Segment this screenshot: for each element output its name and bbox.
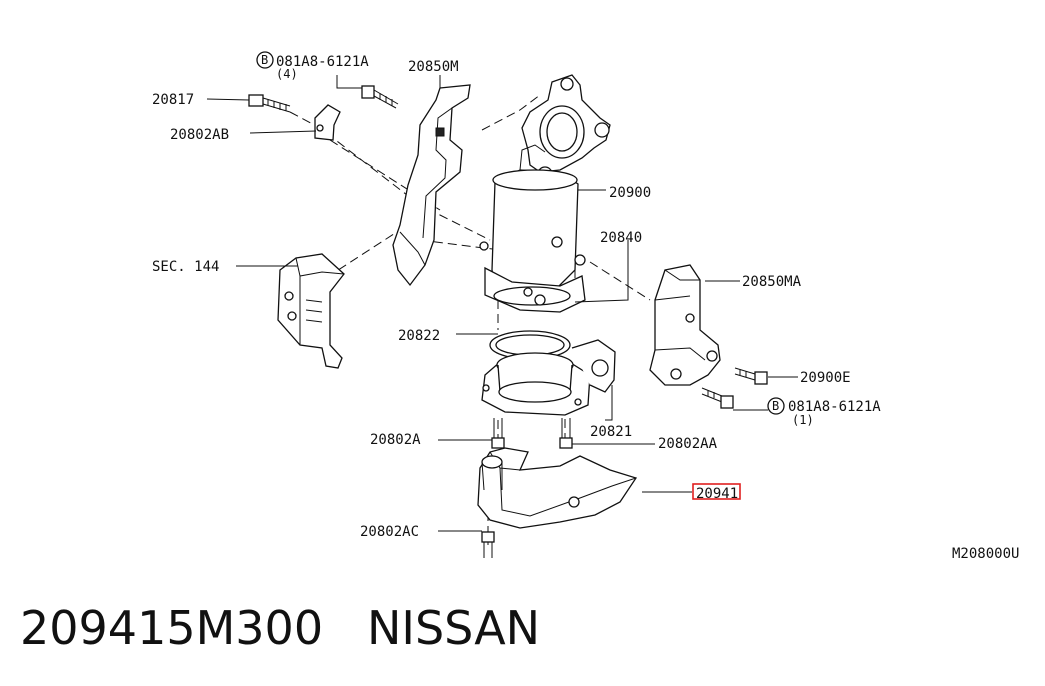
- heat-shield-20941: [477, 447, 638, 529]
- circle-b-bottom-icon: [767, 397, 785, 415]
- bolt-20817: [248, 94, 291, 113]
- label-bolt-ref-top: 081A8-6121A: [276, 54, 369, 70]
- circle-b-top-icon: [256, 51, 274, 69]
- label-bolt-ref-bottom: 081A8-6121A: [788, 399, 881, 415]
- catalytic-converter-20900: [479, 74, 611, 313]
- label-20850MA: 20850MA: [742, 274, 802, 290]
- bolt-081A8-top: [361, 85, 399, 109]
- label-20900: 20900: [609, 185, 651, 201]
- bolt-081A8-bottom: [701, 387, 734, 409]
- highlight-box-20941: [692, 483, 741, 500]
- diagram-code: M208000U: [952, 546, 1019, 562]
- label-sec-144: SEC. 144: [152, 259, 219, 275]
- label-20822: 20822: [398, 328, 440, 344]
- bracket-20802AB: [314, 104, 341, 141]
- label-20802AC: 20802AC: [360, 524, 419, 540]
- heat-shield-20850M: [392, 84, 471, 287]
- bracket-sec-144: [277, 253, 345, 369]
- brand-name: NISSAN: [366, 601, 541, 655]
- parts-diagram: B 081A8-6121A (4) 20817 20802AB 20850M 2…: [152, 51, 1019, 562]
- bolt-20802AC: [481, 531, 495, 558]
- circle-b-bottom-letter: B: [772, 399, 779, 413]
- gasket-20822: [489, 330, 571, 360]
- pipe-flange-20821: [481, 339, 616, 416]
- label-20821: 20821: [590, 424, 632, 440]
- heat-shield-20850MA: [649, 264, 721, 386]
- footer-gap: [323, 601, 367, 655]
- part-number: 209415M300: [20, 601, 324, 655]
- label-20802A: 20802A: [370, 432, 421, 448]
- label-bolt-qty-top: (4): [276, 67, 298, 81]
- part-footer: 209415M300 NISSAN: [20, 596, 540, 666]
- label-20941[interactable]: 20941: [696, 486, 738, 502]
- label-20900E: 20900E: [800, 370, 851, 386]
- circle-b-top-letter: B: [261, 53, 268, 67]
- bolt-20802A: [491, 418, 505, 449]
- label-bolt-qty-bottom: (1): [792, 413, 814, 427]
- bolt-20802AA: [559, 418, 573, 449]
- label-20817: 20817: [152, 92, 194, 108]
- label-20850M: 20850M: [408, 59, 459, 75]
- label-20802AB: 20802AB: [170, 127, 229, 143]
- label-20840: 20840: [600, 230, 642, 246]
- label-20802AA: 20802AA: [658, 436, 718, 452]
- bolt-20900E: [734, 367, 768, 385]
